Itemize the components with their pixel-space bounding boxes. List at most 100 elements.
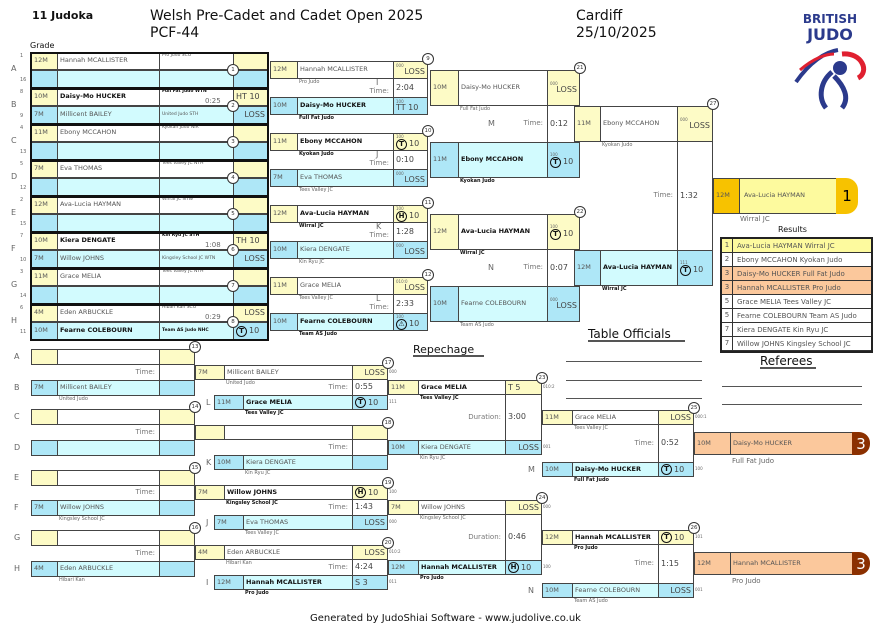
- match-number[interactable]: 13: [189, 341, 201, 353]
- competitor-name[interactable]: Willow JOHNS: [224, 485, 353, 500]
- competitor-name[interactable]: Fearne COLEBOURN: [57, 322, 160, 340]
- competitor-name[interactable]: [57, 349, 160, 365]
- competitor-name[interactable]: Daisy-Mo HUCKER: [57, 88, 160, 106]
- competitor-name[interactable]: Hannah MCALLISTER: [418, 560, 506, 575]
- bronze-club: Full Fat Judo: [732, 457, 775, 465]
- match-number[interactable]: 2: [227, 100, 239, 112]
- match-number[interactable]: 17: [382, 357, 394, 369]
- competitor-name[interactable]: Eden ARBUCKLE: [224, 545, 353, 560]
- competitor-name[interactable]: Kiera DENGATE: [57, 232, 160, 250]
- time-value: [159, 485, 195, 501]
- official-line: [566, 398, 702, 399]
- match-number[interactable]: 26: [688, 522, 700, 534]
- grade-cell: 12M: [31, 196, 58, 214]
- competitor-name[interactable]: Ava-Lucia HAYMAN: [297, 205, 394, 223]
- match-number[interactable]: 20: [382, 537, 394, 549]
- competitor-name[interactable]: [57, 286, 160, 304]
- match-number[interactable]: 25: [688, 402, 700, 414]
- competitor-name[interactable]: [57, 178, 160, 196]
- results-heading: Results: [778, 225, 807, 234]
- match-number[interactable]: 24: [536, 492, 548, 504]
- competitor-name[interactable]: Grace MELIA: [243, 395, 353, 410]
- match-number[interactable]: 19: [382, 477, 394, 489]
- competitor-name[interactable]: [57, 440, 160, 456]
- match-number[interactable]: 8: [227, 316, 239, 328]
- competitor-name[interactable]: [57, 214, 160, 232]
- competitor-name[interactable]: Ava-Lucia HAYMAN: [57, 196, 160, 214]
- competitor-name[interactable]: Fearne COLEBOURN: [297, 313, 394, 331]
- competitor-name[interactable]: Hannah MCALLISTER: [572, 530, 659, 545]
- match-number[interactable]: 6: [227, 244, 239, 256]
- competitor-name[interactable]: [57, 70, 160, 88]
- competitor-name[interactable]: Kiera DENGATE: [243, 455, 353, 470]
- competitor-name[interactable]: [57, 470, 160, 486]
- competitor-club: Pro Judo: [299, 79, 320, 85]
- competitor-name[interactable]: Daisy-Mo HUCKER: [297, 97, 394, 115]
- competitor-name[interactable]: Kiera DENGATE: [297, 241, 394, 259]
- match-number[interactable]: 21: [574, 62, 586, 74]
- competitor-name[interactable]: Ava-Lucia HAYMAN: [458, 214, 548, 250]
- competitor-name[interactable]: Eva THOMAS: [57, 160, 160, 178]
- grade-cell: 7M: [270, 169, 298, 187]
- competitor-name[interactable]: Ebony MCCAHON: [57, 124, 160, 142]
- competitor-name[interactable]: Fearne COLEBOURN: [458, 286, 548, 322]
- competitor-name[interactable]: Millicent BAILEY: [57, 106, 160, 124]
- competitor-name[interactable]: Willow JOHNS: [57, 250, 160, 268]
- grade-cell: 7M: [195, 485, 225, 500]
- competitor-name[interactable]: Hannah MCALLISTER: [57, 52, 160, 70]
- competitor-name[interactable]: Daisy-Mo HUCKER: [458, 70, 548, 106]
- competitor-name[interactable]: Millicent BAILEY: [224, 365, 353, 380]
- competitor-name[interactable]: Eva THOMAS: [243, 515, 353, 530]
- competitor-name[interactable]: Eden ARBUCKLE: [57, 561, 160, 577]
- competitor-name[interactable]: Eden ARBUCKLE: [57, 304, 160, 322]
- match-number[interactable]: 10: [422, 125, 434, 137]
- match-number[interactable]: 15: [189, 462, 201, 474]
- match-number[interactable]: 1: [227, 64, 239, 76]
- match-number[interactable]: 12: [422, 269, 434, 281]
- competitor-name[interactable]: Ebony MCCAHON: [458, 142, 548, 178]
- competitor-name[interactable]: Willow JOHNS: [57, 500, 160, 516]
- match-number[interactable]: 7: [227, 280, 239, 292]
- competitor-name[interactable]: Grace MELIA: [297, 277, 394, 295]
- competitor-name[interactable]: Willow JOHNS: [418, 500, 506, 515]
- competitor-club: [159, 214, 234, 232]
- match-number[interactable]: 16: [189, 522, 201, 534]
- competitor-name[interactable]: Millicent BAILEY: [57, 380, 160, 396]
- score-cell: [159, 440, 195, 456]
- competitor-name[interactable]: Fearne COLEBOURN: [572, 583, 659, 598]
- competitor-name[interactable]: [57, 409, 160, 425]
- match-number[interactable]: 9: [422, 53, 434, 65]
- match-number[interactable]: 3: [227, 136, 239, 148]
- match-number[interactable]: 23: [536, 372, 548, 384]
- time-value: 0:55: [352, 379, 388, 396]
- competitor-name[interactable]: [57, 530, 160, 546]
- competitor-name[interactable]: Kiera DENGATE: [418, 440, 506, 455]
- competitor-name[interactable]: [57, 142, 160, 160]
- competitor-name[interactable]: Daisy-Mo HUCKER: [572, 462, 659, 477]
- competitor-name[interactable]: Eva THOMAS: [297, 169, 394, 187]
- competitor-name[interactable]: Ebony MCCAHON: [600, 106, 678, 142]
- competitor-club: Kingsley School JC WTN: [159, 250, 234, 268]
- competitor-name[interactable]: Grace MELIA: [57, 268, 160, 286]
- match-number[interactable]: 27: [707, 98, 719, 110]
- competitor-name[interactable]: Grace MELIA: [572, 410, 659, 425]
- match-number[interactable]: 14: [189, 401, 201, 413]
- match-number[interactable]: 11: [422, 197, 434, 209]
- bronze-grade: 10M: [694, 432, 731, 455]
- competitor-name[interactable]: [224, 425, 353, 440]
- seed-number: 12: [20, 185, 27, 191]
- competitor-name[interactable]: Grace MELIA: [418, 380, 506, 395]
- match-number[interactable]: 4: [227, 172, 239, 184]
- grade-cell: 10M: [388, 440, 419, 455]
- score-mark-icon: H: [396, 210, 407, 222]
- competitor-name[interactable]: Hannah MCALLISTER: [243, 575, 353, 590]
- competitor-club: Team AS Judo: [299, 331, 338, 337]
- competitor-name[interactable]: Ava-Lucia HAYMAN: [600, 250, 678, 286]
- match-number[interactable]: 18: [382, 417, 394, 429]
- match-number[interactable]: 5: [227, 208, 239, 220]
- match-number[interactable]: 22: [574, 206, 586, 218]
- competitor-club: Wirral JC: [460, 250, 485, 256]
- competitor-name[interactable]: Ebony MCCAHON: [297, 133, 394, 151]
- competitor-name[interactable]: Hannah MCALLISTER: [297, 61, 394, 79]
